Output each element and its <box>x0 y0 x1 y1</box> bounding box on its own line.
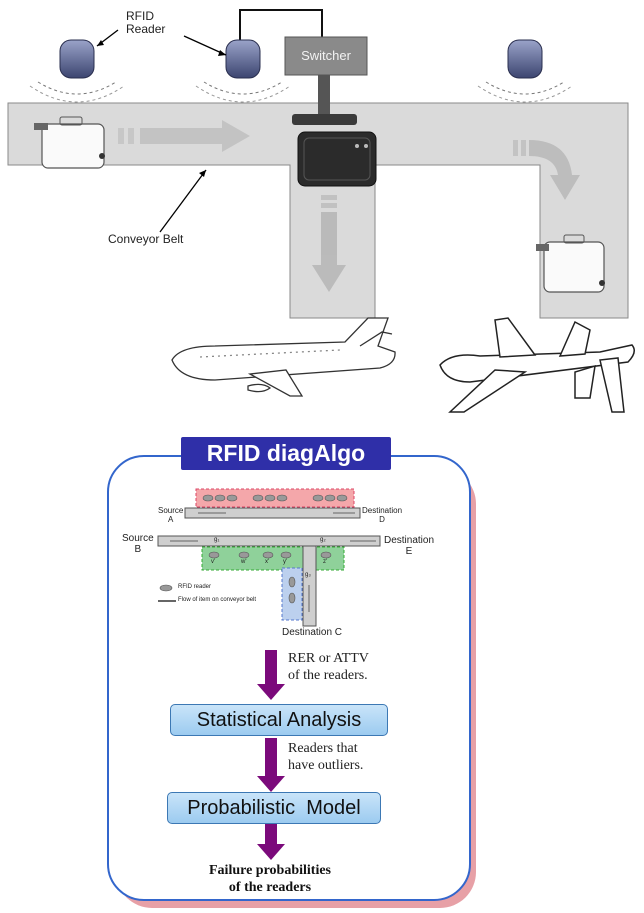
result-text: Failure probabilities of the readers <box>209 863 331 895</box>
g2-label: g₂ <box>320 537 326 543</box>
rfid-reader-icon <box>29 39 125 103</box>
airplane-icon <box>171 317 396 397</box>
airplane-icon <box>439 317 635 413</box>
reader-z-label: z' <box>323 559 328 565</box>
arrow2-annotation: Readers that have outliers. <box>288 741 364 773</box>
switcher-wire <box>239 9 323 40</box>
dest-e-label: Destination E <box>384 535 435 557</box>
reader-x-label: x' <box>265 559 270 565</box>
dest-d-label: Destination D <box>362 506 403 524</box>
panel-title: RFID diagAlgo <box>181 437 391 470</box>
flow-arrow-right <box>118 120 250 152</box>
statistical-analysis-box: Statistical Analysis <box>170 704 388 736</box>
dest-c-label: Destination C <box>282 627 343 638</box>
source-a-label: Source A <box>158 506 184 524</box>
g3-label: g₃ <box>305 572 311 578</box>
mini-belt-be <box>157 535 381 547</box>
arrow1-annotation: RER or ATTV of the readers. <box>288 651 369 683</box>
legend-reader-label: RFID reader <box>178 584 212 590</box>
reader-pointer <box>183 35 227 56</box>
reader-y-label: y' <box>283 559 288 565</box>
switcher-pole <box>318 75 330 115</box>
flow-arrow-3 <box>257 824 285 860</box>
rfid-reader-icon <box>195 39 291 103</box>
suitcase-white-icon <box>34 116 105 169</box>
conveyor-pointer <box>159 169 207 233</box>
reader-w-label: w' <box>241 559 247 565</box>
mini-belt-ad <box>184 507 361 519</box>
legend-flow-label: Flow of item on conveyor belt <box>178 597 257 603</box>
g1-label: g₁ <box>214 537 220 543</box>
suitcase-white-icon <box>536 234 605 293</box>
flow-arrow-1 <box>257 650 285 700</box>
flow-arrow-turn <box>513 140 580 200</box>
switcher-plate <box>292 114 357 125</box>
flow-arrow-down <box>312 195 346 292</box>
switcher-label: Switcher <box>301 48 351 63</box>
mini-reader-row <box>202 494 348 604</box>
conveyor-label: Conveyor Belt <box>108 232 184 246</box>
rfid-reader-icon <box>477 39 573 103</box>
suitcase-black-icon <box>297 131 377 187</box>
reader-label: RFID Reader <box>126 9 166 36</box>
probabilistic-model-box: Probabilistic Model <box>167 792 381 824</box>
legend-reader-icon <box>159 584 173 592</box>
source-b-label: Source B <box>122 533 154 555</box>
reader-v-label: v' <box>211 559 216 565</box>
flow-arrow-2 <box>257 738 285 792</box>
